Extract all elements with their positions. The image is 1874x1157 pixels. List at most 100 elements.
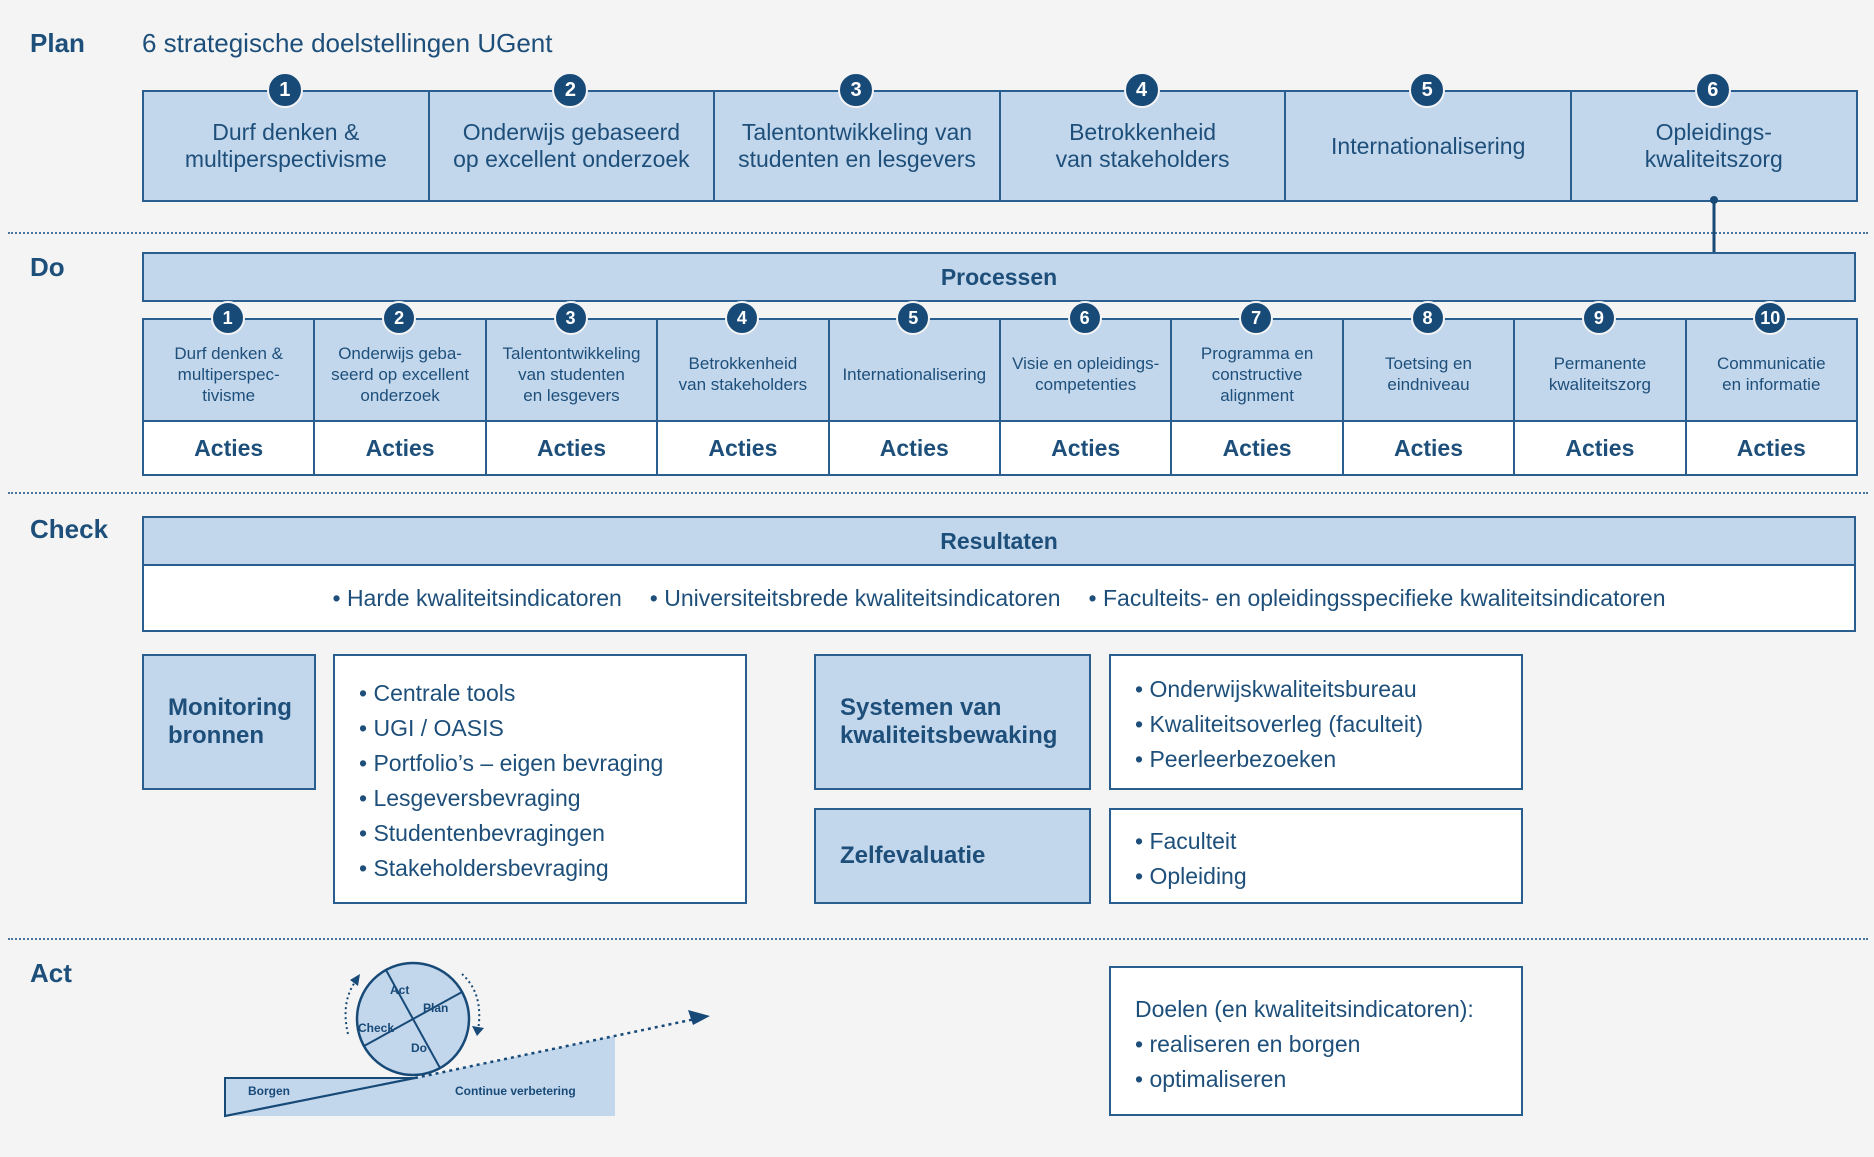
rotation-arrow-left-head bbox=[350, 974, 360, 986]
process-label: Internationalisering bbox=[842, 364, 987, 384]
rotation-arrow-left bbox=[344, 977, 359, 1035]
process-actions-label: Acties bbox=[365, 434, 435, 461]
monitoring-item: Lesgeversbevraging bbox=[359, 781, 745, 816]
process-number-badge: 10 bbox=[1753, 301, 1788, 335]
process-actions-box: Acties bbox=[142, 420, 316, 476]
process-actions-box: Acties bbox=[484, 420, 659, 476]
process-actions-box: Acties bbox=[1684, 420, 1858, 476]
plan-goal-number-badge: 2 bbox=[552, 72, 589, 108]
process-number-badge: 7 bbox=[1239, 301, 1274, 335]
process-label: Visie en opleidings- competenties bbox=[1012, 354, 1160, 394]
process-label: Permanente kwaliteitszorg bbox=[1548, 354, 1651, 394]
systems-item: Peerleerbezoeken bbox=[1135, 742, 1521, 777]
plan-goal-label: Talentontwikkeling van studenten en lesg… bbox=[738, 119, 976, 172]
results-bar: Resultaten bbox=[142, 516, 1856, 566]
wheel-divider-2 bbox=[363, 991, 463, 1047]
systems-list: Onderwijskwaliteitsbureau Kwaliteitsover… bbox=[1135, 672, 1521, 777]
process-actions-label: Acties bbox=[708, 434, 778, 461]
process-number-badge: 2 bbox=[382, 301, 417, 335]
systems-item: Kwaliteitsoverleg (faculteit) bbox=[1135, 707, 1521, 742]
pdca-illustration: Act Plan Check Do Borgen Continue verbet… bbox=[224, 961, 710, 1118]
divider-do-check bbox=[8, 492, 1868, 494]
process-actions-label: Acties bbox=[536, 434, 607, 461]
process-number-badge: 6 bbox=[1067, 301, 1102, 335]
process-label: Onderwijs geba- seerd op excellent onder… bbox=[331, 343, 470, 405]
results-title: Resultaten bbox=[940, 527, 1058, 554]
plan-goal-label: Onderwijs gebaseerd op excellent onderzo… bbox=[453, 119, 690, 172]
wheel-label-do: Do bbox=[411, 1041, 427, 1055]
act-goals-list: realiseren en borgen optimaliseren bbox=[1135, 1027, 1521, 1097]
process-actions-box: Acties bbox=[1170, 420, 1344, 476]
process-number-badge: 5 bbox=[896, 301, 931, 335]
process-actions-label: Acties bbox=[1393, 434, 1464, 461]
act-goals-item: optimaliseren bbox=[1135, 1062, 1521, 1097]
process-actions-label: Acties bbox=[194, 434, 264, 461]
process-number-badge: 8 bbox=[1410, 301, 1445, 335]
rotation-arrow-right bbox=[461, 973, 481, 1031]
selfeval-item: Faculteit bbox=[1135, 824, 1521, 859]
plan-goal-box: Durf denken & multiperspectivisme bbox=[142, 90, 430, 202]
process-box: Permanente kwaliteitszorg bbox=[1513, 318, 1687, 422]
process-label: Communicatie en informatie bbox=[1716, 354, 1826, 394]
plan-goal-label: Internationalisering bbox=[1331, 132, 1526, 159]
plan-goal-number-badge: 4 bbox=[1123, 72, 1160, 108]
process-actions-box: Acties bbox=[1513, 420, 1687, 476]
ramp-slope-line bbox=[224, 1077, 416, 1117]
process-label: Betrokkenheid van stakeholders bbox=[678, 354, 808, 394]
process-box: Communicatie en informatie bbox=[1684, 318, 1858, 422]
processes-bar: Processen bbox=[142, 252, 1856, 302]
process-box: Toetsing en eindniveau bbox=[1341, 318, 1516, 422]
results-list: • Harde kwaliteitsindicatoren • Universi… bbox=[142, 564, 1856, 632]
process-number-badge: 9 bbox=[1581, 301, 1616, 335]
process-label: Toetsing en eindniveau bbox=[1385, 354, 1472, 394]
plan-goal-box: Betrokkenheid van stakeholders bbox=[998, 90, 1287, 202]
process-actions-label: Acties bbox=[1565, 434, 1635, 461]
section-label-plan: Plan bbox=[30, 28, 85, 58]
selfeval-item: Opleiding bbox=[1135, 859, 1521, 894]
section-label-act: Act bbox=[30, 958, 72, 988]
monitoring-title: Monitoring bronnen bbox=[168, 694, 292, 749]
ramp-label-borgen: Borgen bbox=[248, 1084, 290, 1098]
process-actions-label: Acties bbox=[1736, 434, 1806, 461]
systems-title-box: Systemen van kwaliteitsbewaking bbox=[814, 654, 1091, 790]
process-actions-label: Acties bbox=[1222, 434, 1292, 461]
systems-item: Onderwijskwaliteitsbureau bbox=[1135, 672, 1521, 707]
process-box: Talentontwikkeling van studenten en lesg… bbox=[484, 318, 659, 422]
process-actions-box: Acties bbox=[827, 420, 1001, 476]
plan-goal-label: Betrokkenheid van stakeholders bbox=[1055, 119, 1230, 172]
monitoring-list: Centrale tools UGI / OASIS Portfolio’s –… bbox=[359, 676, 745, 886]
selfeval-list: Faculteit Opleiding bbox=[1135, 824, 1521, 894]
process-number-badge: 4 bbox=[724, 301, 759, 335]
process-label: Durf denken & multiperspec- tivisme bbox=[174, 343, 284, 405]
process-box: Onderwijs geba- seerd op excellent onder… bbox=[313, 318, 487, 422]
processes-title: Processen bbox=[940, 263, 1058, 290]
section-label-do: Do bbox=[30, 252, 65, 282]
plan-subtitle: 6 strategische doelstellingen UGent bbox=[142, 28, 553, 58]
systems-title: Systemen van kwaliteitsbewaking bbox=[840, 694, 1058, 749]
selfeval-list-box: Faculteit Opleiding bbox=[1109, 808, 1523, 904]
monitoring-item: Portfolio’s – eigen bevraging bbox=[359, 746, 745, 781]
process-actions-box: Acties bbox=[656, 420, 830, 476]
process-number-badge: 3 bbox=[553, 301, 588, 335]
rotation-arrow-right-head bbox=[472, 1026, 484, 1036]
results-item: • Harde kwaliteitsindicatoren bbox=[332, 584, 622, 611]
wheel-label-plan: Plan bbox=[423, 1001, 448, 1015]
act-goals-box: Doelen (en kwaliteitsindicatoren): reali… bbox=[1109, 966, 1523, 1116]
selfeval-title: Zelfevaluatie bbox=[840, 842, 986, 869]
selfeval-title-box: Zelfevaluatie bbox=[814, 808, 1091, 904]
divider-plan-do bbox=[8, 232, 1868, 234]
monitoring-item: Centrale tools bbox=[359, 676, 745, 711]
improvement-arrow-head bbox=[688, 1010, 710, 1025]
monitoring-item: UGI / OASIS bbox=[359, 711, 745, 746]
act-goals-item: realiseren en borgen bbox=[1135, 1027, 1521, 1062]
process-label: Talentontwikkeling van studenten en lesg… bbox=[502, 343, 641, 405]
divider-check-act bbox=[8, 938, 1868, 940]
plan-goal-label: Durf denken & multiperspectivisme bbox=[184, 119, 387, 172]
process-actions-box: Acties bbox=[313, 420, 487, 476]
process-actions-box: Acties bbox=[999, 420, 1173, 476]
plan-goal-number-badge: 6 bbox=[1694, 72, 1731, 108]
plan-goal-number-badge: 3 bbox=[838, 72, 874, 108]
monitoring-item: Stakeholdersbevraging bbox=[359, 851, 745, 886]
process-actions-label: Acties bbox=[1051, 434, 1121, 461]
systems-list-box: Onderwijskwaliteitsbureau Kwaliteitsover… bbox=[1109, 654, 1523, 790]
